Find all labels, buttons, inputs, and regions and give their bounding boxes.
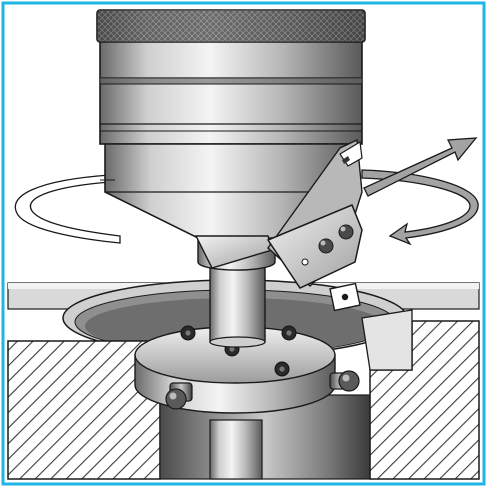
locating-pins bbox=[165, 370, 360, 410]
cutting-insert bbox=[329, 282, 361, 312]
spindle-head bbox=[99, 37, 363, 145]
rotation-arrow-left bbox=[14, 174, 121, 244]
lower-shaft bbox=[209, 419, 263, 480]
tool-holder-arm bbox=[266, 204, 363, 289]
tool-holder bbox=[194, 138, 363, 289]
boring-bar-end bbox=[209, 336, 266, 348]
feed-arrow bbox=[363, 137, 478, 197]
workpiece-step bbox=[361, 309, 413, 371]
arm-screw bbox=[318, 238, 334, 254]
spindle-groove bbox=[100, 78, 362, 84]
rotation-arrow-right bbox=[361, 169, 479, 246]
arm-screw bbox=[338, 224, 354, 240]
fixture-bolts bbox=[180, 325, 297, 377]
